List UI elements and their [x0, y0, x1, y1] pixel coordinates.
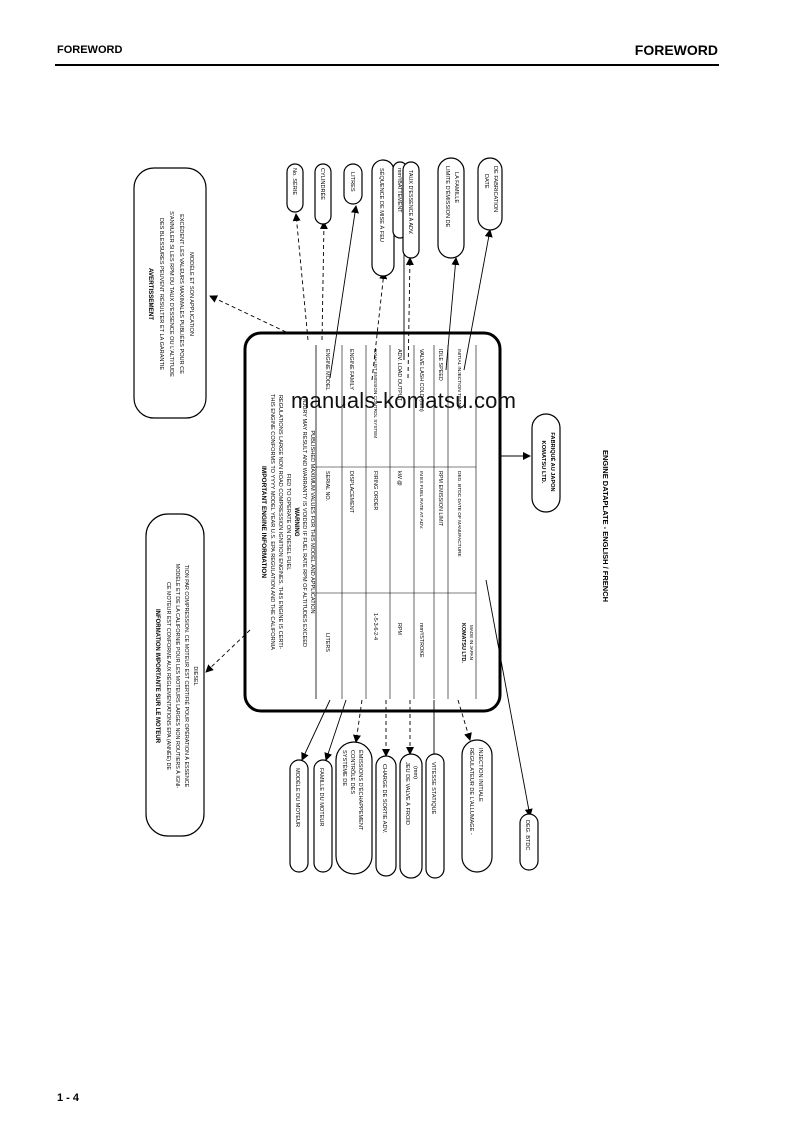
plate-warning-2: PUBLISHED MAXIMUM VALUES FOR THIS MODEL …	[309, 430, 315, 613]
row-6-c1: IDLE SPEED	[437, 349, 443, 381]
row-2-c1: ENGINE FAMILY	[348, 349, 354, 390]
callout-vitesse: VITESSE STATIQUE	[430, 762, 436, 815]
plate-warning-1: INJURY MAY RESULT AND WARRANTY IS VOIDED…	[301, 397, 307, 647]
callout-battement: mm³/BATTEMENT	[396, 168, 402, 213]
header-left-title: FOREWORD	[57, 44, 123, 56]
header-rule	[55, 64, 719, 66]
row-4-c2: kW @	[396, 471, 402, 486]
row-5-c2: IN EX FUEL RATE AT ADV.	[418, 471, 424, 529]
info-line-1: CE MOTEUR EST CONFORME AUX RÉGLEMENTATIO…	[165, 582, 172, 770]
top-callouts: No. SÉRIE CYLINDRÉE LITRES SÉQUENCE DE M…	[286, 157, 503, 277]
callout-regulateur-1: RÉGULATEUR DE L'ALLUMAGE -	[468, 748, 475, 835]
plate-warning-title: WARNING	[293, 508, 299, 537]
callout-limite-emission-1: LIMITE D'ÉMISSION DE	[444, 166, 451, 228]
avert-title: AVERTISSEMENT	[147, 268, 154, 320]
callout-no-serie: No. SÉRIE	[291, 168, 298, 195]
page-number: 1 - 4	[57, 1092, 80, 1104]
callout-date-1: DATE	[483, 174, 489, 189]
row-6-c2: RPM EMISSION LIMIT	[437, 471, 443, 527]
row-3-c2: FIRING ORDER	[372, 471, 378, 510]
plate-intro-1: THIS ENGINE CONFORMS TO YYYY MODEL YEAR …	[269, 394, 275, 650]
plate-rows: ENGINE MODEL SERIAL NO. LITERS ENGINE FA…	[324, 349, 474, 663]
info-line-2: MODÈLE ET DE LA CALIFORNIE POUR LES MOTE…	[174, 564, 181, 789]
callout-modele-moteur: MODÈLE DU MOTEUR	[294, 768, 301, 827]
avertissement-box: AVERTISSEMENT DES BLESSURES PEUVENT RÉSU…	[133, 167, 207, 419]
avert-line-3: EXCÈDENT LES VALEURS MAXIMALES PUBLIÉES …	[178, 214, 185, 374]
top-arrows	[209, 205, 493, 381]
plate-title: IMPORTANT ENGINE INFORMATION	[260, 466, 267, 578]
row-3-c3: 1-5-3-6-2-4	[372, 613, 378, 640]
info-line-4: DIESEL	[192, 666, 198, 685]
information-box: INFORMATION IMPORTANTE SUR LE MOTEUR CE …	[145, 513, 205, 837]
info-title: INFORMATION IMPORTANTE SUR LE MOTEUR	[154, 609, 160, 744]
figure-caption: ENGINE DATAPLATE - ENGLISH / FRENCH	[601, 450, 610, 602]
avert-line-1: DES BLESSURES PEUVENT RÉSULTER ET LA GAR…	[158, 218, 165, 371]
row-2-c2: DISPLACEMENT	[348, 471, 354, 514]
callout-litres: LITRES	[349, 172, 355, 192]
bottom-arrows	[205, 452, 533, 817]
row-5-c3: mm³/STROKE	[418, 623, 424, 658]
row-7-c2: DEG. BTDC DATE OF MANUFACTURE	[456, 471, 462, 557]
callout-deg-btdc: DEG. BTDC	[524, 820, 530, 850]
bottom-callouts: MODÈLE DU MOTEUR FAMILLE DU MOTEUR SYSTÈ…	[289, 739, 539, 879]
plate-made-in: MADE IN JAPAN	[469, 625, 474, 660]
avert-line-4: MODÈLE ET SON APPLICATION	[188, 252, 195, 336]
callout-taux-essence: TAUX D'ESSENCE À ADV.	[407, 170, 414, 235]
header-right-title: FOREWORD	[634, 42, 718, 58]
row-1-c2: SERIAL NO.	[324, 471, 330, 501]
callout-systeme-3: ÉMISSIONS D'ÉCHAPPEMENT	[357, 750, 364, 831]
plate-intro-3: FIED TO OPERATE ON DIESEL FUEL	[285, 474, 291, 571]
callout-jeu-valve-1: JEU DE VALVE À FROID	[404, 762, 411, 825]
row-1-c1: ENGINE MODEL	[324, 349, 330, 390]
plate-intro-2: REGULATIONS LARGE NON ROAD COMPRESSION I…	[277, 395, 283, 649]
callout-date-2: DE FABRICATION	[492, 166, 498, 212]
callout-systeme-1: SYSTÈME DE	[341, 750, 348, 786]
callout-sequence: SÉQUENCE DE MISE À FEU	[378, 168, 385, 242]
plate-maker: KOMATSU LTD.	[460, 623, 466, 663]
maker-fr-1: KOMATSU LTD.	[540, 441, 546, 484]
maker-fr-2: FABRIQUÉ AU JAPON	[549, 432, 557, 491]
callout-systeme-2: CONTRÔLE DES	[349, 750, 356, 794]
row-7-c1: INITIAL INJECTION TIMING	[456, 349, 462, 410]
callout-limite-emission-2: LA FAMILLE	[453, 172, 459, 203]
row-1-c3: LITERS	[324, 633, 330, 652]
row-4-c3: RPM	[396, 623, 402, 635]
watermark: manuals-komatsu.com	[291, 388, 517, 413]
avert-line-2: S'ANNULER SI LES RPM DU TAUX D'ESSENCE O…	[168, 211, 174, 377]
row-4-c1: ADV. LOAD OUTPUT	[396, 349, 402, 402]
callout-famille-moteur: FAMILLE DU MOTEUR	[318, 768, 324, 826]
row-5-c1: VALVE LASH COLD (mm)	[418, 349, 424, 412]
dataplate-content: IMPORTANT ENGINE INFORMATION THIS ENGINE…	[260, 345, 477, 699]
row-3-c1: EXHAUST EMISSION CONTROL SYSTEM	[373, 349, 378, 438]
callout-charge-sortie: CHARGE DE SORTIE ADV.	[381, 764, 387, 834]
dataplate-border	[243, 331, 502, 713]
callout-regulateur-2: INJECTION INITIALE	[477, 748, 483, 802]
maker-fr-box: KOMATSU LTD. FABRIQUÉ AU JAPON	[531, 413, 561, 513]
callout-jeu-valve-2: (mm)	[412, 766, 418, 779]
callout-cylindree: CYLINDRÉE	[319, 168, 326, 200]
info-line-3: TION PAR COMPRESSION. CE MOTEUR EST CERT…	[183, 565, 190, 788]
